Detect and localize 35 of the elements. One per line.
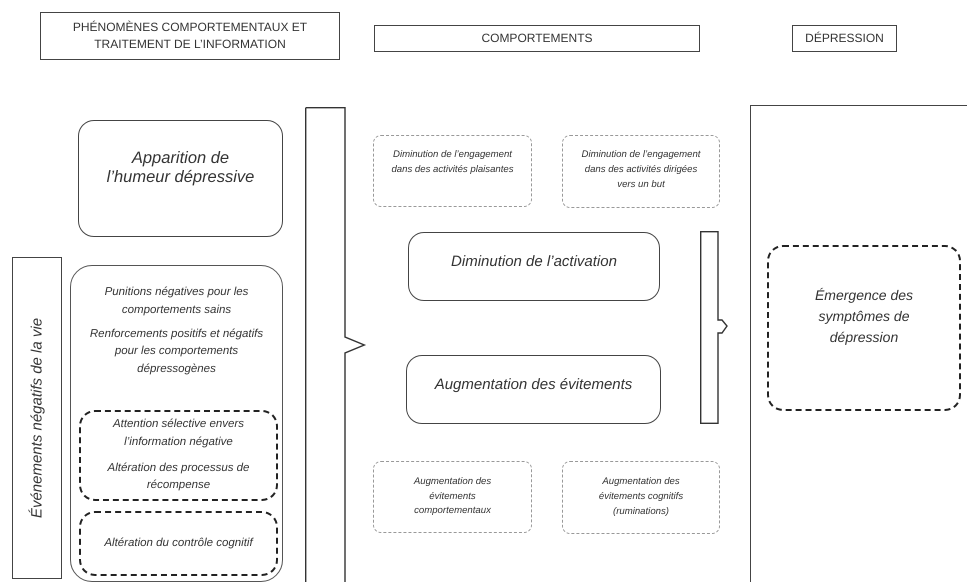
dotted-box (373, 135, 532, 207)
node-text: Diminution de l’engagement dans des activités plaisantes (390, 148, 515, 177)
heading-text: COMPORTEMENTS (481, 30, 593, 47)
node-text: Augmentation des évitements (434, 376, 632, 393)
dotted-box (373, 461, 532, 533)
dotted-box (562, 461, 720, 534)
dashed-box (767, 245, 961, 411)
node-text: Renforcements positifs et négatifs pour les comportements dépressogènes (88, 326, 264, 378)
process-box (408, 232, 660, 301)
dashed-box (79, 511, 278, 576)
node-text: Diminution de l’engagement dans des activités dirigées vers un but (580, 148, 702, 192)
process-box (70, 265, 283, 582)
heading-text: DÉPRESSION (805, 30, 884, 47)
dashed-box (79, 410, 278, 501)
bracket-bar (305, 107, 365, 582)
column-heading (40, 12, 340, 60)
node-text: Altération du contrôle cognitif (104, 536, 253, 551)
node-text: Augmentation des évitements cognitifs (ruminations) (598, 475, 684, 519)
node-text: Punitions négatives pour les comportements sains (104, 285, 250, 318)
side-band (12, 257, 62, 579)
node-text: Attention sélective envers l’information négative (112, 416, 246, 450)
node-text: Diminution de l’activation (451, 253, 617, 270)
process-box (406, 355, 661, 424)
node-text: Altération des processus de récompense (106, 460, 250, 494)
column-heading (374, 25, 700, 52)
node-text: Augmentation des évitements comportementaux (412, 474, 492, 518)
bracket-bar (700, 231, 730, 424)
panel-box (750, 105, 967, 582)
node-text: Événements négatifs de la vie (28, 318, 46, 518)
node-text: Émergence des symptômes de dépression (814, 286, 914, 347)
dotted-box (562, 135, 720, 208)
column-heading (792, 25, 897, 52)
node-text: Apparition de l’humeur dépressive (106, 149, 256, 187)
process-box (78, 120, 283, 237)
heading-text: PHÉNOMÈNES COMPORTEMENTAUX ET TRAITEMENT DE L’INFORMATION (72, 18, 308, 53)
